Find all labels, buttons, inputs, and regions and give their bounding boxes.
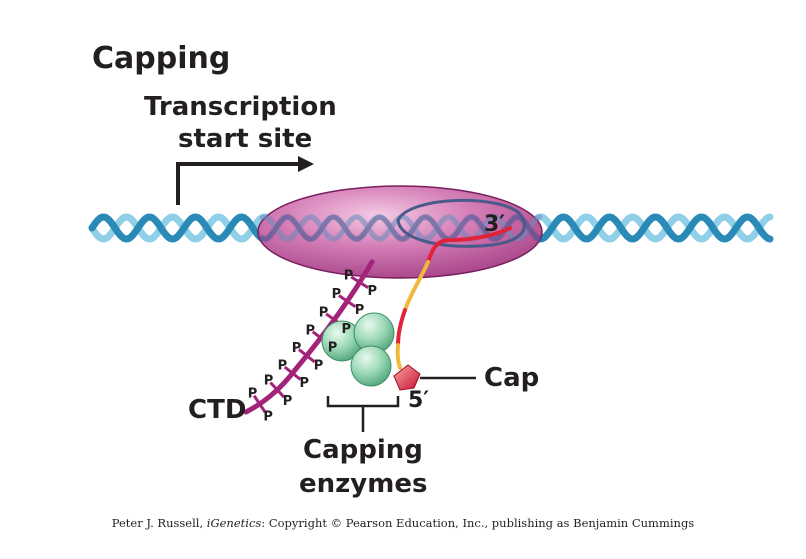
phosphate-label: P [344, 269, 354, 284]
enzymes-label-line1: Capping [303, 435, 423, 465]
phosphate-label: P [314, 358, 324, 373]
phosphate-label: P [306, 323, 316, 338]
ctd-tick [269, 381, 286, 399]
ctd-tick [252, 394, 267, 414]
credit-author: Peter J. Russell, [111, 516, 207, 530]
rna-polymerase [257, 185, 543, 279]
phosphate-label: P [278, 359, 288, 374]
phosphate-label: P [368, 284, 378, 299]
three-prime-label: 3′ [484, 212, 505, 237]
ctd-label: CTD [188, 395, 246, 425]
phosphate-label: P [263, 410, 273, 425]
cap-label: Cap [484, 363, 539, 393]
ctd-tick [283, 365, 302, 381]
phosphate-label: P [342, 322, 352, 337]
enzyme-bracket [326, 396, 400, 432]
five-prime-label: 5′ [408, 388, 429, 413]
copyright-credit: Peter J. Russell, iGenetics: Copyright ©… [0, 516, 806, 530]
phosphate-label: P [332, 287, 342, 302]
ctd-tick [350, 275, 369, 289]
phosphate-label: P [264, 374, 274, 389]
transcription-bubble [396, 198, 526, 248]
title-capping: Capping [92, 41, 230, 76]
phosphate-label: P [292, 341, 302, 356]
credit-publisher: : Copyright © Pearson Education, Inc., p… [261, 516, 695, 530]
transcription-start-arrow [176, 156, 314, 205]
ctd-tick [297, 348, 316, 364]
five-prime-cap [393, 364, 421, 391]
tss-label-line1: Transcription [144, 92, 337, 122]
rna-transcript [395, 226, 512, 370]
phosphate-label: P [319, 305, 329, 320]
ctd-tick [338, 294, 357, 309]
credit-book-title: iGenetics [206, 516, 262, 530]
phosphate-label: P [300, 376, 310, 391]
phosphate-label: P [355, 303, 365, 318]
phosphate-label: P [283, 394, 293, 409]
capping-enzyme-3 [350, 345, 392, 387]
enzymes-label-line2: enzymes [299, 469, 427, 499]
phosphate-label: P [248, 386, 258, 401]
capping-enzymes [321, 312, 395, 387]
tss-label-line2: start site [178, 124, 312, 154]
phosphate-label: P [328, 340, 338, 355]
